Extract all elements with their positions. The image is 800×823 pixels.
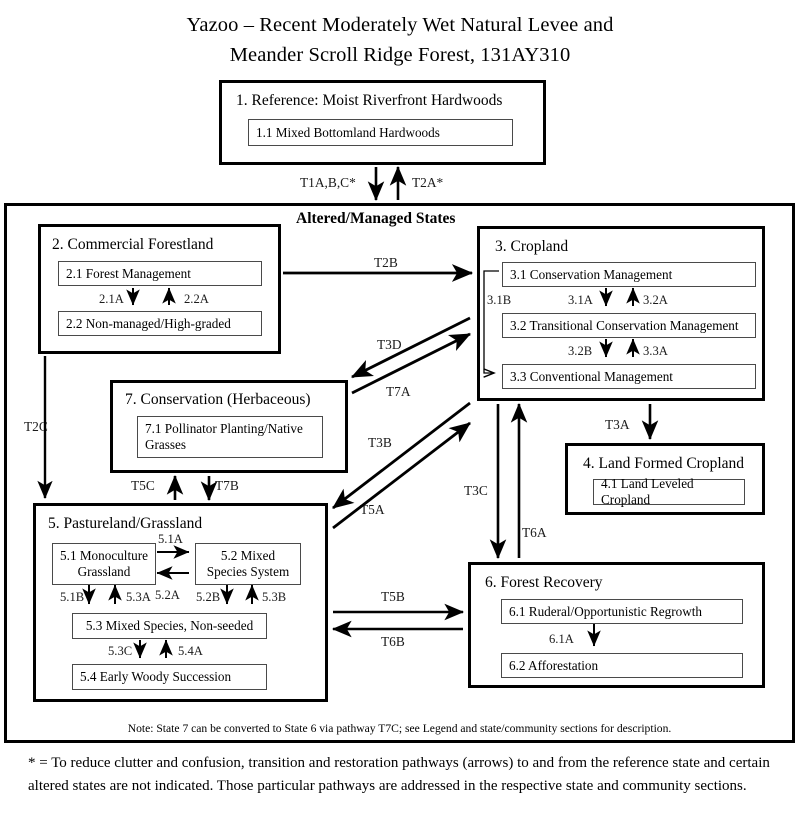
community-3-1[interactable]: 3.1 Conservation Management: [502, 262, 756, 287]
pathway-label-6-1a: 6.1A: [549, 632, 574, 646]
pathway-label-2-1a: 2.1A: [99, 292, 124, 306]
title-line-2: Meander Scroll Ridge Forest, 131AY310: [229, 44, 571, 66]
pathway-label-5-2b: 5.2B: [196, 590, 221, 604]
pathway-label-t2b: T2B: [374, 255, 398, 270]
pathway-label-5-4a: 5.4A: [178, 644, 203, 658]
state-2-title: 2. Commercial Forestland: [52, 236, 214, 253]
community-1-1[interactable]: 1.1 Mixed Bottomland Hardwoods: [248, 119, 513, 146]
state-7-title: 7. Conservation (Herbaceous): [125, 391, 311, 408]
community-2-1[interactable]: 2.1 Forest Management: [58, 261, 262, 286]
state-box-4-land-formed-cropland[interactable]: 4. Land Formed Cropland 4.1 Land Leveled…: [565, 443, 765, 515]
pathway-label-t2a: T2A*: [412, 175, 444, 190]
state-1-title: 1. Reference: Moist Riverfront Hardwoods: [236, 92, 503, 109]
community-6-2[interactable]: 6.2 Afforestation: [501, 653, 743, 678]
pathway-label-t6b: T6B: [381, 634, 405, 649]
pathway-label-3-3a: 3.3A: [643, 344, 668, 358]
community-3-2[interactable]: 3.2 Transitional Conservation Management: [502, 313, 756, 338]
pathway-label-5-1a: 5.1A: [158, 532, 183, 546]
title-line-1: Yazoo – Recent Moderately Wet Natural Le…: [186, 14, 614, 36]
pathway-label-5-3a: 5.3A: [126, 590, 151, 604]
community-5-1[interactable]: 5.1 Monoculture Grassland: [52, 543, 156, 585]
pathway-label-t6a: T6A: [522, 525, 547, 540]
pathway-label-t7b: T7B: [215, 478, 239, 493]
state-box-6-forest-recovery[interactable]: 6. Forest Recovery 6.1 Ruderal/Opportuni…: [468, 562, 765, 688]
pathway-label-t3a: T3A: [605, 417, 630, 432]
pathway-label-3-2a: 3.2A: [643, 293, 668, 307]
state-5-title: 5. Pastureland/Grassland: [48, 515, 203, 532]
pathway-label-3-2b: 3.2B: [568, 344, 593, 358]
pathway-label-t3c: T3C: [464, 483, 488, 498]
footnote-asterisk: * = To reduce clutter and confusion, tra…: [28, 755, 770, 794]
community-3-3[interactable]: 3.3 Conventional Management: [502, 364, 756, 389]
pathway-label-5-3c: 5.3C: [108, 644, 133, 658]
pathway-label-t1abc: T1A,B,C*: [300, 175, 356, 190]
pathway-label-2-2a: 2.2A: [184, 292, 209, 306]
pathway-label-t2c: T2C: [24, 419, 48, 434]
pathway-label-t5b: T5B: [381, 589, 405, 604]
pathway-label-3-1a: 3.1A: [568, 293, 593, 307]
altered-managed-states-label: Altered/Managed States: [296, 210, 456, 227]
pathway-label-3-1b: 3.1B: [487, 293, 512, 307]
community-7-1[interactable]: 7.1 Pollinator Planting/Native Grasses: [137, 416, 323, 458]
pathway-label-5-2a: 5.2A: [155, 588, 180, 602]
diagram-note: Note: State 7 can be converted to State …: [7, 716, 792, 740]
pathway-label-5-3b: 5.3B: [262, 590, 287, 604]
state-box-5-pastureland-grassland[interactable]: 5. Pastureland/Grassland 5.1 Monoculture…: [33, 503, 328, 702]
state-box-7-conservation-herbaceous[interactable]: 7. Conservation (Herbaceous) 7.1 Pollina…: [110, 380, 348, 473]
pathway-label-t3b: T3B: [368, 435, 392, 450]
community-2-2[interactable]: 2.2 Non-managed/High-graded: [58, 311, 262, 336]
state-box-3-cropland[interactable]: 3. Cropland 3.1 Conservation Management …: [477, 226, 765, 401]
pathway-label-t5c: T5C: [131, 478, 155, 493]
state-box-2-commercial-forestland[interactable]: 2. Commercial Forestland 2.1 Forest Mana…: [38, 224, 281, 354]
pathway-label-t7a: T7A: [386, 384, 411, 399]
pathway-label-5-1b: 5.1B: [60, 590, 85, 604]
state-4-title: 4. Land Formed Cropland: [583, 455, 745, 472]
community-6-1[interactable]: 6.1 Ruderal/Opportunistic Regrowth: [501, 599, 743, 624]
community-5-2[interactable]: 5.2 Mixed Species System: [195, 543, 301, 585]
state-box-1-reference[interactable]: 1. Reference: Moist Riverfront Hardwoods…: [219, 80, 546, 165]
state-6-title: 6. Forest Recovery: [485, 574, 603, 591]
page-title: Yazoo – Recent Moderately Wet Natural Le…: [0, 10, 800, 70]
community-4-1[interactable]: 4.1 Land Leveled Cropland: [593, 476, 745, 507]
pathway-label-t3d: T3D: [377, 337, 402, 352]
state-3-title: 3. Cropland: [495, 238, 569, 255]
pathway-label-t5a: T5A: [360, 502, 385, 517]
community-5-3[interactable]: 5.3 Mixed Species, Non-seeded: [72, 613, 267, 639]
community-5-4[interactable]: 5.4 Early Woody Succession: [72, 664, 267, 690]
